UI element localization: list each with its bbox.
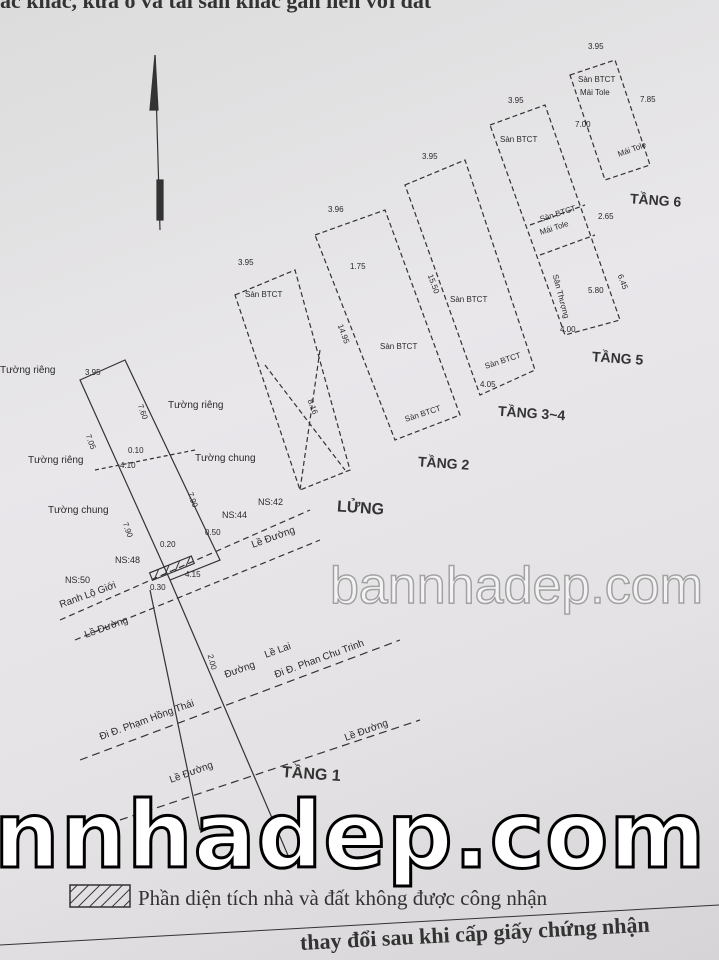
dim: 3.95 — [85, 368, 101, 377]
label-tuong-rieng: Tường riêng — [0, 365, 56, 376]
dim: 5.80 — [588, 286, 604, 295]
dim: 0.30 — [150, 583, 166, 592]
dim: 3.95 — [238, 258, 254, 267]
label-san-btct: Sàn BTCT — [450, 295, 488, 304]
plan-tang-2 — [314, 209, 461, 441]
dim: 3.95 — [508, 96, 524, 105]
plan-lung — [234, 269, 351, 491]
label-san-btct: Sàn BTCT — [500, 135, 538, 144]
plan-tang-6 — [569, 59, 651, 181]
label-tuong-rieng: Tường riêng — [168, 400, 224, 411]
legend-hatch-icon — [69, 884, 131, 908]
label-san-btct: Sàn BTCT — [245, 290, 283, 299]
plan-tang-5 — [489, 104, 621, 336]
dim: 0.20 — [160, 540, 176, 549]
dim: 3.95 — [422, 152, 438, 161]
dim: 3.96 — [328, 205, 344, 214]
dim: 7.85 — [640, 95, 656, 104]
label-san-btct: Sàn BTCT — [578, 75, 616, 84]
label-tuong-rieng: Tường riêng — [28, 455, 84, 466]
dim: 4.10 — [120, 461, 136, 470]
plan-tang-1 — [59, 359, 421, 861]
label-mai-tole: Mái Tole — [580, 88, 610, 97]
dim: 2.65 — [598, 212, 614, 221]
label-ns42: NS:42 — [258, 497, 284, 507]
legend-text: Phần diện tích nhà và đất không được côn… — [138, 886, 548, 910]
plan-tang-3-4 — [404, 159, 536, 396]
dim: 4.00 — [560, 325, 576, 334]
dim: 4.15 — [185, 570, 201, 579]
label-tuong-chung: Tường chung — [195, 453, 256, 464]
dim: 3.95 — [588, 42, 604, 51]
label-ns48: NS:48 — [115, 555, 141, 565]
label-ns44: NS:44 — [222, 510, 248, 520]
dim: 7.00 — [575, 120, 591, 129]
header-text: ác khác, kửa ô và tài sản khác gắn liền … — [0, 0, 432, 13]
floor-label-lung: LỬNG — [336, 498, 385, 519]
north-arrow-icon — [149, 54, 164, 231]
label-ns50: NS:50 — [65, 575, 91, 585]
watermark-large: nnhadep.com — [0, 782, 707, 889]
label-san-btct: Sàn BTCT — [380, 342, 418, 351]
dim: 0.10 — [128, 446, 144, 455]
label-tuong-chung: Tường chung — [48, 505, 109, 516]
dim: 4.05 — [480, 380, 496, 389]
dim: 0.50 — [205, 528, 221, 537]
watermark-small: bannhadep.com — [329, 557, 703, 615]
dim: 1.75 — [350, 262, 366, 271]
